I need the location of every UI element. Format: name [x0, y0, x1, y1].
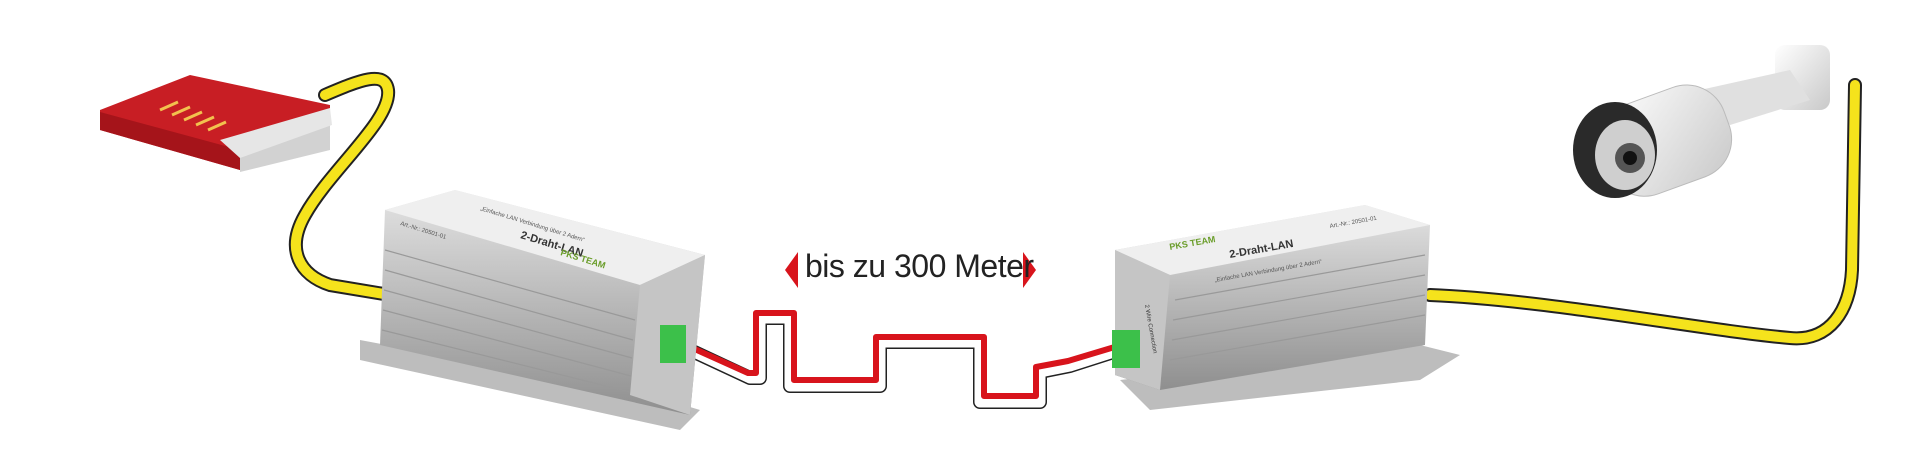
converter-left: 2-Draht-LAN PKS TEAM „Einfache LAN Verbi… [360, 190, 705, 430]
converter-right: 2-Draht-LAN PKS TEAM „Einfache LAN Verbi… [1112, 205, 1460, 410]
two-wire-cable [686, 310, 1123, 409]
terminal-block-left [660, 325, 686, 363]
ip-camera [1573, 45, 1830, 198]
terminal-block-right [1112, 330, 1140, 368]
distance-label: bis zu 300 Meter [805, 248, 1034, 284]
lan-cable-right [1423, 78, 1862, 346]
arrow-left-icon [785, 252, 798, 288]
router [100, 75, 332, 172]
lan-cable-left [289, 71, 397, 302]
arrow-right-icon [1023, 252, 1036, 288]
